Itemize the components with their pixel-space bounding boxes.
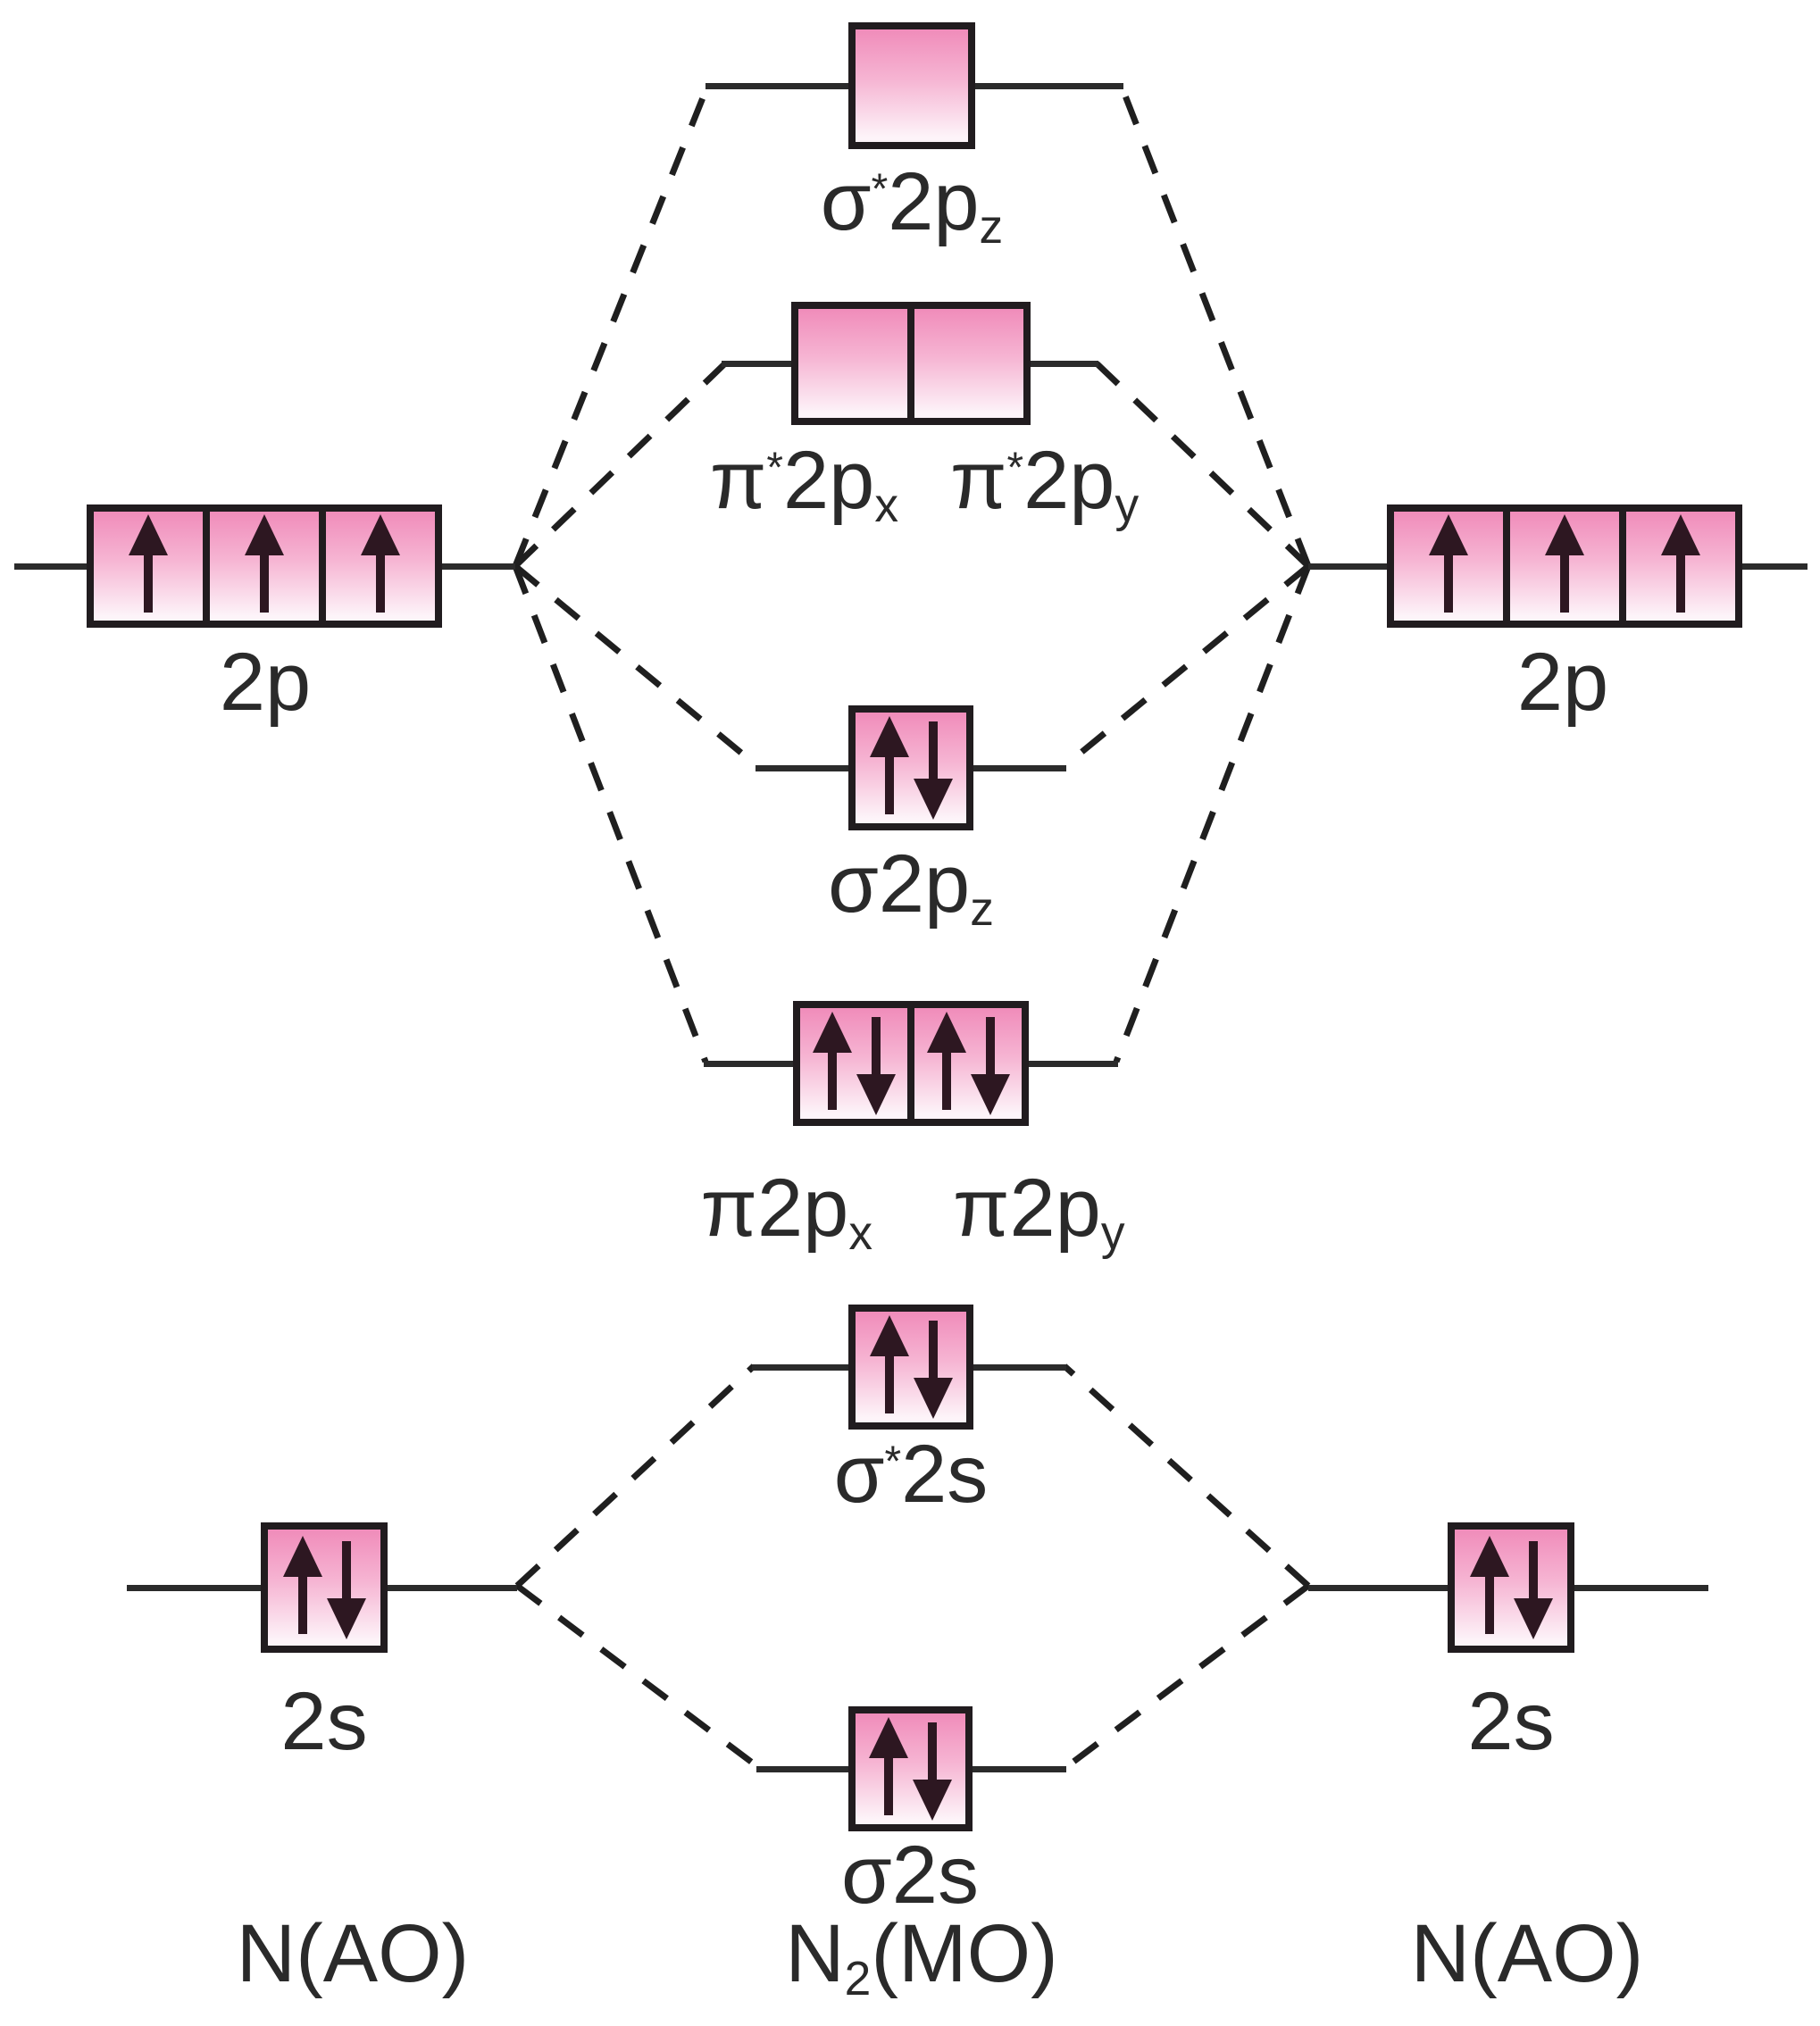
- orbital-boxes-right-2p: [1387, 504, 1742, 628]
- spin-down-arrow: [856, 1012, 896, 1115]
- orbital-boxes-pi-2p: [793, 1001, 1029, 1126]
- spin-up-arrow: [1661, 514, 1700, 618]
- label-pi-2px: π2px: [700, 1163, 872, 1260]
- orbital-box: [1503, 504, 1626, 628]
- label-pi-star-2p: π*2px π*2py: [710, 438, 1139, 531]
- spin-down-arrow: [970, 1012, 1010, 1115]
- orbital-boxes-pi-star-2p: [791, 302, 1031, 425]
- orbital-box-sigma-2pz: [848, 705, 973, 830]
- dash-left2p-to-pistar2p: [513, 361, 728, 569]
- spin-up-arrow: [869, 716, 909, 820]
- spin-up-arrow: [282, 1536, 322, 1639]
- orbital-box-left-2s: [261, 1522, 388, 1653]
- dash-left2p-to-sigmastar2pz: [512, 85, 711, 568]
- label-right-2s: 2s: [1467, 1676, 1555, 1767]
- label-sigma-star-2pz: σ*2pz: [820, 156, 1004, 254]
- label-pi-2py: π2py: [953, 1163, 1125, 1260]
- orbital-box: [1619, 504, 1742, 628]
- orbital-box: [319, 504, 442, 628]
- label-sigma-star-2s: σ*2s: [833, 1429, 989, 1520]
- dash-left2s-to-sigma2s: [514, 1583, 761, 1770]
- orbital-box-pi-2px: [793, 1001, 914, 1126]
- orbital-box: [87, 504, 210, 628]
- spin-up-arrow: [361, 514, 400, 618]
- label-sigma-2pz: σ2pz: [828, 838, 994, 936]
- spin-down-arrow: [326, 1536, 366, 1639]
- orbital-box-pi-star-2py: [907, 302, 1031, 425]
- spin-up-arrow: [869, 1315, 909, 1419]
- label-sigma-2s: σ2s: [841, 1830, 979, 1921]
- dash-left2s-to-sigmastar2s: [514, 1363, 756, 1588]
- spin-up-arrow: [1545, 514, 1584, 618]
- spin-up-arrow: [1429, 514, 1468, 618]
- label-pi-star-2py: π*2py: [950, 435, 1140, 532]
- label-pi-star-2px: π*2px: [709, 435, 898, 532]
- spin-up-arrow: [869, 1717, 908, 1821]
- column-label-right-nao: N(AO): [1410, 1908, 1644, 1999]
- spin-down-arrow: [913, 1315, 953, 1419]
- dash-right2p-to-pi2p: [1113, 564, 1312, 1063]
- spin-down-arrow: [1513, 1536, 1553, 1639]
- column-label-left-nao: N(AO): [236, 1908, 470, 1999]
- orbital-box-sigma-star-2s: [848, 1305, 973, 1430]
- dash-right2p-to-sigmastar2pz: [1118, 85, 1312, 568]
- label-right-2p: 2p: [1516, 637, 1609, 728]
- spin-up-arrow: [812, 1012, 852, 1115]
- column-label-center-n2mo: N2(MO): [785, 1908, 1058, 2005]
- spin-down-arrow: [913, 716, 953, 820]
- orbital-box: [203, 504, 326, 628]
- orbital-box-pi-star-2px: [791, 302, 914, 425]
- spin-up-arrow: [926, 1012, 966, 1115]
- orbital-box-sigma-star-2pz: [848, 22, 975, 149]
- spin-up-arrow: [1469, 1536, 1509, 1639]
- spin-up-arrow: [245, 514, 284, 618]
- orbital-boxes-left-2p: [87, 504, 442, 628]
- orbital-box-sigma-2s: [848, 1706, 973, 1831]
- spin-up-arrow: [129, 514, 168, 618]
- dash-left2p-to-pi2p: [512, 564, 709, 1063]
- spin-down-arrow: [913, 1717, 952, 1821]
- orbital-box-pi-2py: [907, 1001, 1029, 1126]
- dash-right2s-to-sigmastar2s: [1062, 1363, 1311, 1588]
- label-left-2p: 2p: [219, 637, 312, 728]
- dash-right2s-to-sigma2s: [1064, 1583, 1311, 1770]
- orbital-box-right-2s: [1448, 1522, 1574, 1653]
- orbital-box: [1387, 504, 1510, 628]
- label-pi-2p: π2px π2py: [700, 1165, 1124, 1259]
- label-left-2s: 2s: [280, 1676, 368, 1767]
